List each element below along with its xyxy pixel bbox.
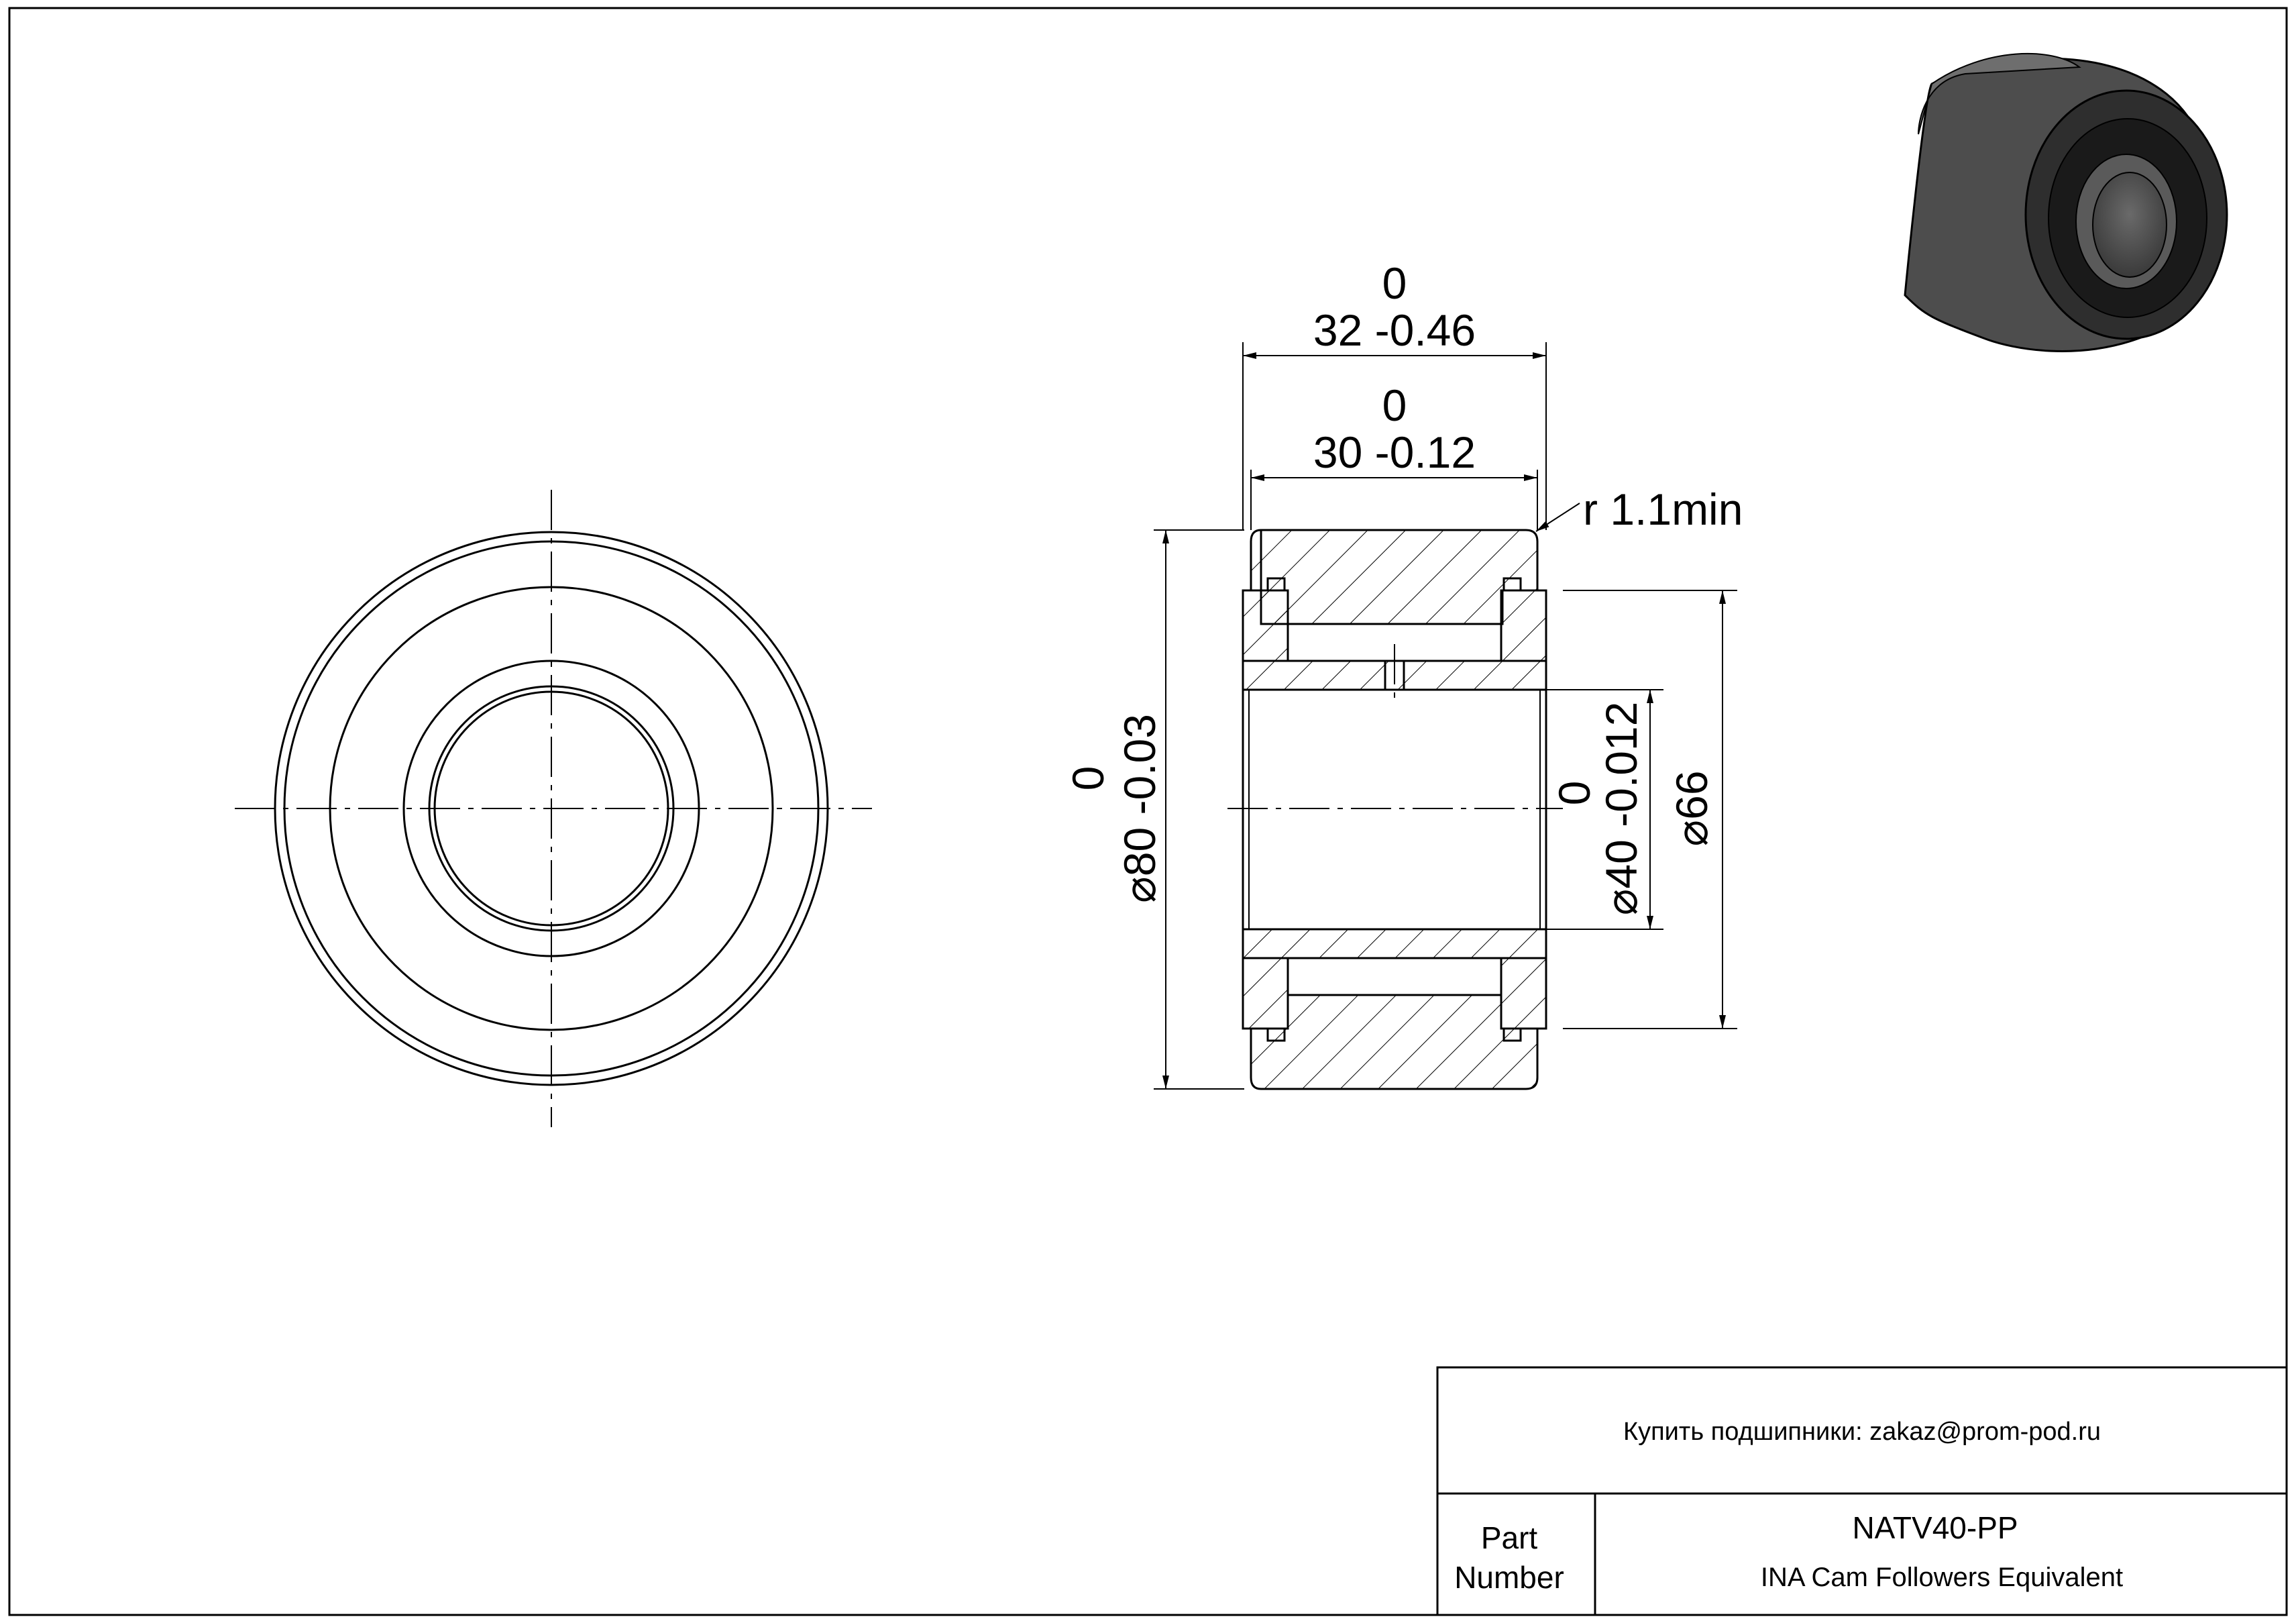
inner-width-upper: 0	[1382, 380, 1407, 430]
number-label: Number	[1454, 1560, 1564, 1595]
side-washer-bottom-left	[1242, 957, 1289, 1030]
overall-width-lower: 32 -0.46	[1313, 305, 1476, 355]
part-description: INA Cam Followers Equivalent	[1761, 1563, 2123, 1592]
overall-width-upper: 0	[1382, 258, 1407, 308]
isometric-preview	[1904, 52, 2228, 352]
washer-lip-top-right	[1502, 577, 1522, 592]
bore-diameter-lower: ⌀40 -0.012	[1596, 702, 1646, 916]
title-block: Купить подшипники: zakaz@prom-pod.ru Par…	[1436, 1366, 2288, 1616]
outer-diameter-upper: 0	[1063, 766, 1113, 791]
side-washer-top-right	[1500, 589, 1547, 662]
bore-diameter-upper: 0	[1549, 781, 1599, 806]
side-washer-top-left	[1242, 589, 1289, 662]
roller-bore	[2092, 172, 2167, 278]
sheet-border	[8, 7, 2288, 1616]
outer-ring-section-top	[1260, 529, 1539, 625]
front-view	[235, 490, 872, 1127]
roller-outer-face	[1918, 52, 2081, 135]
washer-lip-top-left	[1266, 577, 1286, 592]
inner-ring-section-bottom	[1242, 928, 1547, 959]
part-number: NATV40-PP	[1852, 1510, 2018, 1545]
radius-leader	[1535, 503, 1580, 532]
outer-diameter-lower: ⌀80 -0.03	[1115, 714, 1164, 903]
title-block-frame	[1436, 1366, 2288, 1616]
dimensions: 0 32 -0.46 0 30 -0.12 r 1.1min ⌀80 -0.03…	[1063, 258, 1743, 1090]
inner-width-lower: 30 -0.12	[1313, 427, 1476, 477]
outer-ring-section-bottom	[1250, 994, 1539, 1090]
part-label: Part	[1481, 1520, 1538, 1555]
side-washer-bottom-right	[1500, 957, 1547, 1030]
radius-label: r 1.1min	[1583, 484, 1743, 534]
contact-text: Купить подшипники: zakaz@prom-pod.ru	[1623, 1418, 2101, 1446]
raceway-diameter-label: ⌀66	[1667, 770, 1716, 846]
section-view	[1227, 529, 1563, 1090]
needle-roller-bottom	[1287, 957, 1502, 996]
